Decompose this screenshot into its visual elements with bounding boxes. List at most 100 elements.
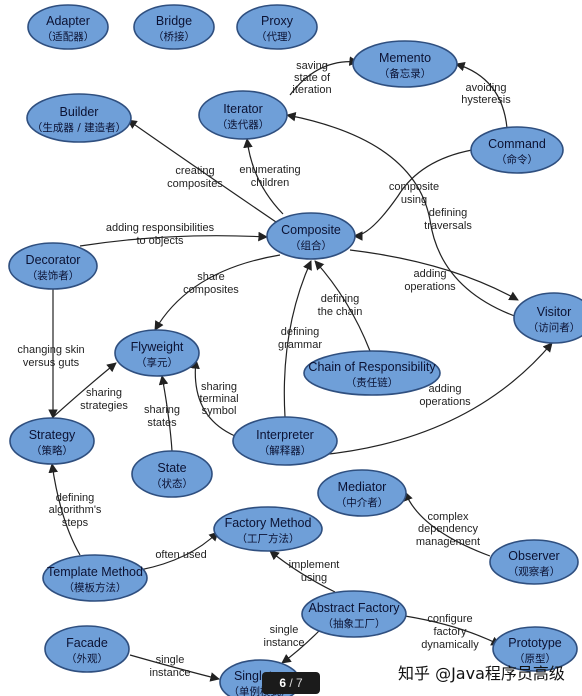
node-name: Adapter	[46, 14, 90, 28]
edge-label: single	[156, 654, 185, 666]
node-ellipse	[232, 416, 338, 466]
node-name: Prototype	[508, 636, 562, 650]
node-chinese-name: （责任链）	[346, 376, 399, 389]
edge-label: steps	[62, 517, 89, 529]
node-facade: Facade （外观）	[44, 625, 130, 673]
node-ellipse	[114, 329, 200, 377]
node-flyweight: Flyweight（享元）	[114, 329, 200, 377]
node-name: State	[157, 461, 186, 475]
edge-composite-to-visitor	[349, 249, 519, 301]
node-ellipse	[266, 212, 356, 260]
node-ellipse	[213, 506, 323, 552]
edge-label: instance	[264, 637, 305, 649]
edge-label: complex	[428, 511, 469, 523]
node-state: State （状态）	[131, 450, 213, 498]
edge-label: children	[251, 177, 290, 189]
edge-label: adding	[428, 383, 461, 395]
watermark-text: 知乎 @Java程序员高级	[398, 664, 565, 683]
node-name: Facade	[66, 636, 108, 650]
node-chinese-name: （适配器）	[42, 31, 95, 43]
node-ellipse	[513, 292, 582, 344]
node-adapter: Adapter （适配器）	[27, 4, 109, 50]
edge-label: adding responsibilities	[106, 222, 215, 234]
edge-label: share	[197, 271, 225, 283]
edge-label: composites	[183, 284, 239, 296]
node-composite: Composite（组合）	[266, 212, 356, 260]
edge-label: defining	[429, 207, 468, 219]
node-ellipse	[470, 126, 564, 174]
edge-label: adding	[413, 268, 446, 280]
edge-composite-to-builder	[127, 119, 277, 223]
node-name: Decorator	[26, 253, 81, 267]
edge-label: defining	[321, 293, 360, 305]
edge-label: the chain	[318, 306, 363, 318]
edge-abstract_factory-to-prototype	[404, 615, 501, 646]
edge-label: hysteresis	[461, 94, 511, 106]
node-chinese-name: （装饰者）	[27, 269, 80, 282]
node-bridge: Bridge （桥接）	[133, 4, 215, 50]
node-memento: Memento （备忘录）	[352, 40, 458, 88]
edge-command-to-composite	[353, 149, 473, 241]
edge-label: terminal	[199, 393, 238, 405]
node-name: Bridge	[156, 14, 192, 28]
edge-label: state of	[294, 72, 331, 84]
node-ellipse	[42, 554, 148, 602]
node-observer: Observer（观察者）	[489, 539, 579, 585]
node-ellipse	[301, 590, 407, 638]
node-abstract_factory: Abstract Factory （抽象工厂）	[301, 590, 407, 638]
node-chinese-name: （组合）	[290, 239, 332, 252]
edge-label: composite	[389, 181, 439, 193]
node-name: Mediator	[338, 480, 387, 494]
node-prototype: Prototype（原型）	[492, 626, 578, 672]
node-ellipse	[317, 469, 407, 517]
node-chinese-name: （代理）	[256, 31, 298, 43]
node-name: Memento	[379, 51, 431, 65]
edge-label: algorithm's	[49, 504, 102, 516]
node-name: Observer	[508, 549, 559, 563]
edge-interpreter-to-flyweight	[190, 359, 236, 437]
edge-label: sharing	[86, 387, 122, 399]
edge-abstract_factory-to-factory_method	[269, 550, 336, 593]
node-chinese-name: （策略）	[31, 444, 73, 457]
node-chinese-name: （工厂方法）	[237, 532, 300, 545]
node-interpreter: Interpreter（解释器）	[232, 416, 338, 466]
edge-label: states	[147, 417, 177, 429]
edge-chain-to-composite	[314, 260, 371, 352]
edge-facade-to-singleton	[129, 654, 220, 682]
edge-template_method-to-strategy	[48, 463, 81, 556]
node-factory_method: Factory Method （工厂方法）	[213, 506, 323, 552]
node-mediator: Mediator（中介者）	[317, 469, 407, 517]
node-name: Proxy	[261, 14, 294, 28]
node-name: Factory Method	[225, 516, 312, 530]
node-ellipse	[26, 93, 132, 143]
edge-label: grammar	[278, 339, 322, 351]
node-chinese-name: （状态）	[151, 477, 193, 490]
edge-label: composites	[167, 178, 223, 190]
node-command: Command（命令）	[470, 126, 564, 174]
node-chinese-name: （桥接）	[153, 30, 195, 43]
node-chinese-name: （外观）	[66, 653, 108, 665]
node-chinese-name: （备忘录）	[379, 67, 432, 80]
edge-decorator-to-composite	[79, 231, 268, 247]
node-name: Template Method	[47, 565, 143, 579]
page-current: 6	[279, 676, 286, 690]
edge-label: configure	[427, 613, 472, 625]
node-ellipse	[131, 450, 213, 498]
edge-label: dependency	[418, 523, 478, 535]
node-ellipse	[133, 4, 215, 50]
node-chinese-name: （迭代器）	[217, 119, 270, 131]
edge-iterator-to-memento	[289, 56, 359, 96]
node-ellipse	[198, 90, 288, 140]
node-chinese-name: （抽象工厂）	[323, 617, 386, 630]
edge-strategy-to-flyweight	[51, 362, 117, 419]
edge-label: management	[416, 536, 480, 548]
edge-visitor-to-iterator	[286, 111, 521, 319]
page-total: / 7	[289, 676, 303, 690]
edge-label: often used	[155, 549, 206, 561]
node-visitor: Visitor（访问者）	[513, 292, 582, 344]
node-ellipse	[352, 40, 458, 88]
node-name: Abstract Factory	[309, 601, 401, 615]
edge-label: operations	[404, 281, 456, 293]
edge-label: traversals	[424, 220, 472, 232]
node-chain: Chain of Responsibility（责任链）	[303, 350, 441, 396]
